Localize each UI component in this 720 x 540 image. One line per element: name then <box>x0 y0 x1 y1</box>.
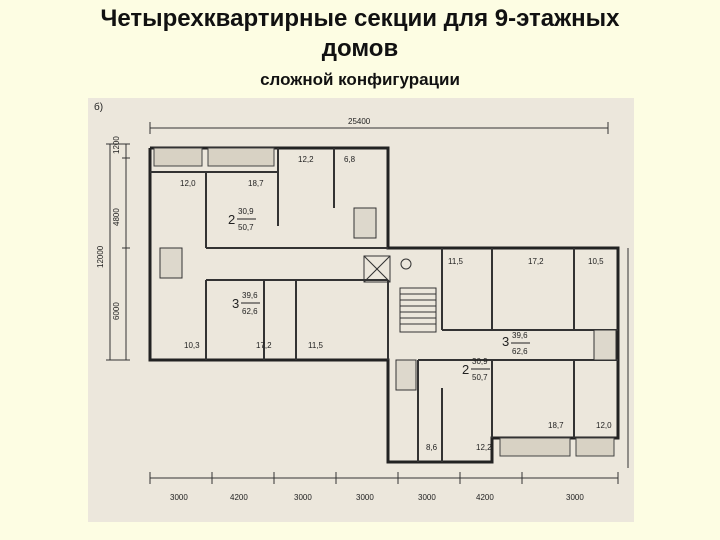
floor-plan: б) 25400 1200 4800 12000 6000 3000 4200 … <box>88 98 634 522</box>
bottom-dim-7: 3000 <box>566 493 584 502</box>
room-area: 12,0 <box>596 421 612 430</box>
room-area: 12,0 <box>180 179 196 188</box>
bottom-dim-5: 3000 <box>418 493 436 502</box>
room-area: 8,6 <box>426 443 438 452</box>
apartment-label: 3 39,6 62,6 <box>502 331 530 356</box>
floor-plan-drawing: б) 25400 1200 4800 12000 6000 3000 4200 … <box>94 101 629 502</box>
title-line-2: домов <box>321 35 399 62</box>
room-area: 18,7 <box>548 421 564 430</box>
apartment-label: 2 30,9 50,7 <box>228 207 256 232</box>
room-area: 12,2 <box>476 443 492 452</box>
apartment-total-area: 50,7 <box>472 373 488 382</box>
room-area: 18,7 <box>248 179 264 188</box>
apartment-total-area: 50,7 <box>238 223 254 232</box>
apartment-total-area: 62,6 <box>512 347 528 356</box>
left-dim-1200: 1200 <box>112 136 121 154</box>
apartment-rooms: 2 <box>462 362 469 377</box>
apartment-label: 2 30,9 50,7 <box>462 357 490 382</box>
apartment-rooms: 3 <box>502 334 509 349</box>
bottom-dim-2: 4200 <box>230 493 248 502</box>
left-dim-4800: 4800 <box>112 208 121 226</box>
apartment-rooms: 3 <box>232 296 239 311</box>
bottom-dim-1: 3000 <box>170 493 188 502</box>
room-area: 17,2 <box>256 341 272 350</box>
room-area: 17,2 <box>528 257 544 266</box>
overall-width-dim: 25400 <box>348 117 371 126</box>
bottom-dim-4: 3000 <box>356 493 374 502</box>
apartment-living-area: 39,6 <box>512 331 528 340</box>
figure-label: б) <box>94 101 103 113</box>
title-line-1: Четырехквартирные секции для 9-этажных <box>100 5 620 32</box>
left-dim-12000: 12000 <box>96 245 105 268</box>
slide-title: Четырехквартирные секции для 9-этажных д… <box>0 4 720 64</box>
bottom-dim-6: 4200 <box>476 493 494 502</box>
room-area: 12,2 <box>298 155 314 164</box>
slide-subtitle: сложной конфигурации <box>260 70 460 89</box>
room-area: 11,5 <box>448 257 464 266</box>
apartment-living-area: 30,9 <box>238 207 254 216</box>
room-area: 11,5 <box>308 341 324 350</box>
apartment-living-area: 30,9 <box>472 357 488 366</box>
bottom-dim-3: 3000 <box>294 493 312 502</box>
room-area: 10,5 <box>588 257 604 266</box>
room-area: 10,3 <box>184 341 200 350</box>
room-area: 6,8 <box>344 155 356 164</box>
apartment-rooms: 2 <box>228 212 235 227</box>
apartment-living-area: 39,6 <box>242 291 258 300</box>
apartment-total-area: 62,6 <box>242 307 258 316</box>
left-dim-6000: 6000 <box>112 302 121 320</box>
apartment-label: 3 39,6 62,6 <box>232 291 260 316</box>
